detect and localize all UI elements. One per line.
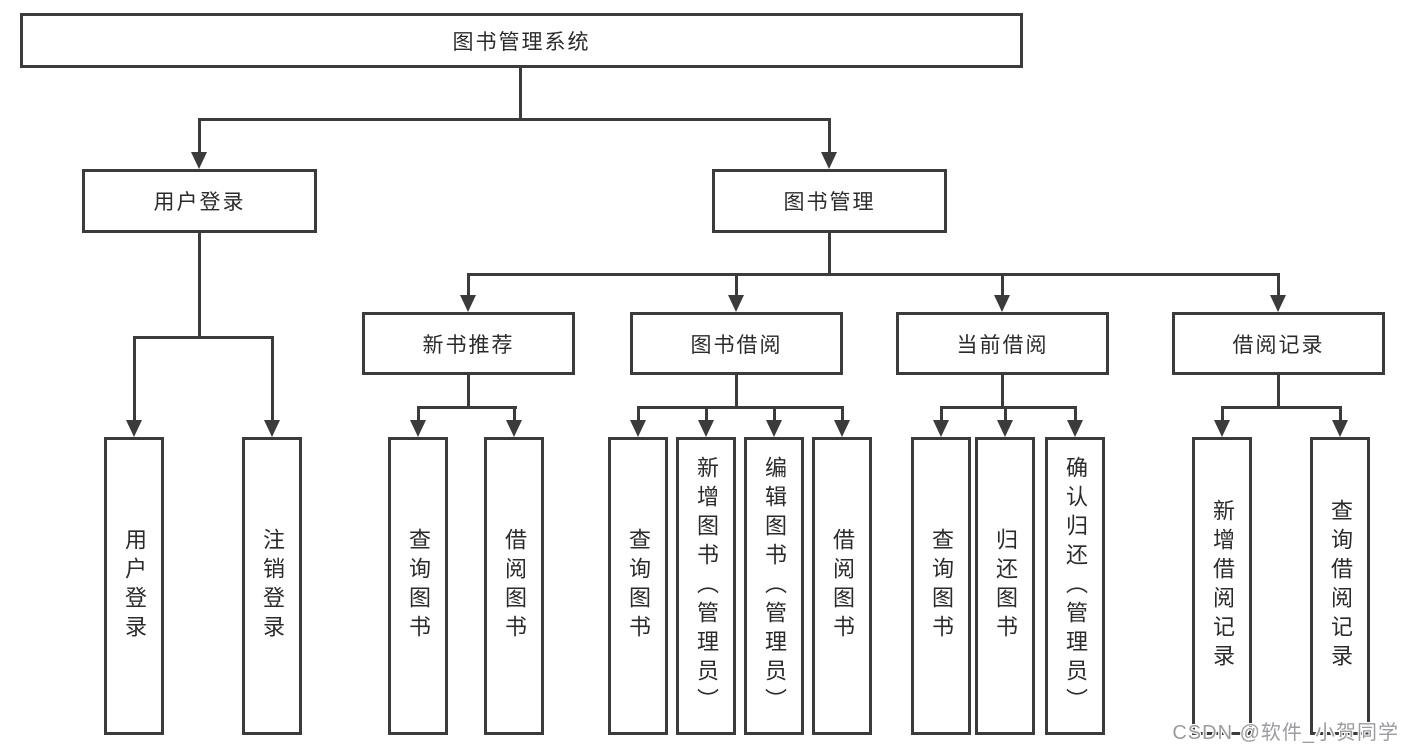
- connector-line: [1221, 406, 1224, 420]
- arrow-down-icon: [1214, 420, 1230, 437]
- connector-line: [1221, 406, 1342, 409]
- leaf-add-borrow-record: 新增借阅记录: [1192, 437, 1252, 735]
- leaf-label: 查询图书: [406, 528, 431, 644]
- connector-line: [705, 406, 708, 420]
- connector-line: [467, 375, 470, 406]
- leaf-borrow-books-2: 借阅图书: [812, 437, 872, 735]
- node-book-borrowing: 图书借阅: [630, 312, 843, 375]
- node-user-login: 用户登录: [82, 169, 317, 233]
- connector-line: [1339, 406, 1342, 420]
- leaf-add-book-admin: 新增图书（管理员）: [676, 437, 736, 735]
- leaf-query-books-1: 查询图书: [388, 437, 448, 735]
- connector-line: [513, 406, 516, 420]
- leaf-edit-book-admin: 编辑图书（管理员）: [744, 437, 804, 735]
- arrow-down-icon: [933, 420, 949, 437]
- connector-line: [841, 406, 844, 420]
- csdn-watermark: CSDN @软件_小贺同学: [1172, 722, 1399, 744]
- connector-line: [735, 375, 738, 406]
- node-new-book-recommend: 新书推荐: [362, 312, 575, 375]
- arrow-down-icon: [264, 420, 280, 437]
- connector-line: [417, 406, 517, 409]
- node-borrowing-records: 借阅记录: [1172, 312, 1385, 375]
- node-book-management: 图书管理: [712, 169, 947, 233]
- node-root-system: 图书管理系统: [20, 13, 1023, 68]
- arrow-down-icon: [191, 152, 207, 169]
- connector-line: [417, 406, 420, 420]
- connector-line: [940, 406, 943, 420]
- arrow-down-icon: [821, 152, 837, 169]
- leaf-label: 查询图书: [929, 528, 954, 644]
- arrow-down-icon: [698, 420, 714, 437]
- arrow-down-icon: [766, 420, 782, 437]
- leaf-label: 借阅图书: [502, 528, 527, 644]
- arrow-down-icon: [994, 295, 1010, 312]
- leaf-query-borrow-record: 查询借阅记录: [1310, 437, 1370, 735]
- leaf-query-books-3: 查询图书: [911, 437, 971, 735]
- leaf-label: 归还图书: [993, 528, 1018, 644]
- leaf-query-books-2: 查询图书: [608, 437, 668, 735]
- connector-line: [1074, 406, 1077, 420]
- connector-line: [637, 406, 844, 409]
- leaf-label: 确认归还（管理员）: [1063, 455, 1088, 717]
- leaf-borrow-books-1: 借阅图书: [484, 437, 544, 735]
- leaf-label: 查询借阅记录: [1328, 499, 1353, 673]
- connector-line: [940, 406, 1077, 409]
- leaf-return-book: 归还图书: [975, 437, 1035, 735]
- connector-line: [828, 233, 831, 273]
- connector-line: [467, 273, 1280, 276]
- connector-line: [467, 273, 470, 295]
- arrow-down-icon: [126, 420, 142, 437]
- connector-line: [133, 336, 136, 420]
- connector-line: [133, 336, 274, 339]
- connector-line: [271, 336, 274, 420]
- leaf-label: 借阅图书: [830, 528, 855, 644]
- leaf-label: 编辑图书（管理员）: [762, 455, 787, 717]
- node-current-borrowing: 当前借阅: [896, 312, 1109, 375]
- arrow-down-icon: [1270, 295, 1286, 312]
- arrow-down-icon: [1067, 420, 1083, 437]
- connector-line: [198, 233, 201, 336]
- connector-line: [198, 118, 831, 121]
- leaf-label: 注销登录: [260, 528, 285, 644]
- arrow-down-icon: [630, 420, 646, 437]
- connector-line: [637, 406, 640, 420]
- leaf-logout: 注销登录: [242, 437, 302, 735]
- leaf-user-login: 用户登录: [104, 437, 164, 735]
- connector-line: [519, 68, 522, 118]
- connector-line: [1001, 375, 1004, 406]
- leaf-label: 新增借阅记录: [1210, 499, 1235, 673]
- arrow-down-icon: [997, 420, 1013, 437]
- arrow-down-icon: [506, 420, 522, 437]
- arrow-down-icon: [460, 295, 476, 312]
- arrow-down-icon: [1332, 420, 1348, 437]
- leaf-confirm-return-admin: 确认归还（管理员）: [1045, 437, 1105, 735]
- connector-line: [1004, 406, 1007, 420]
- connector-line: [1277, 375, 1280, 406]
- leaf-label: 新增图书（管理员）: [694, 455, 719, 717]
- connector-line: [198, 118, 201, 152]
- arrow-down-icon: [410, 420, 426, 437]
- connector-line: [1277, 273, 1280, 295]
- connector-line: [1001, 273, 1004, 295]
- leaf-label: 用户登录: [122, 528, 147, 644]
- arrow-down-icon: [728, 295, 744, 312]
- connector-line: [828, 118, 831, 152]
- leaf-label: 查询图书: [626, 528, 651, 644]
- connector-line: [735, 273, 738, 295]
- arrow-down-icon: [834, 420, 850, 437]
- connector-line: [773, 406, 776, 420]
